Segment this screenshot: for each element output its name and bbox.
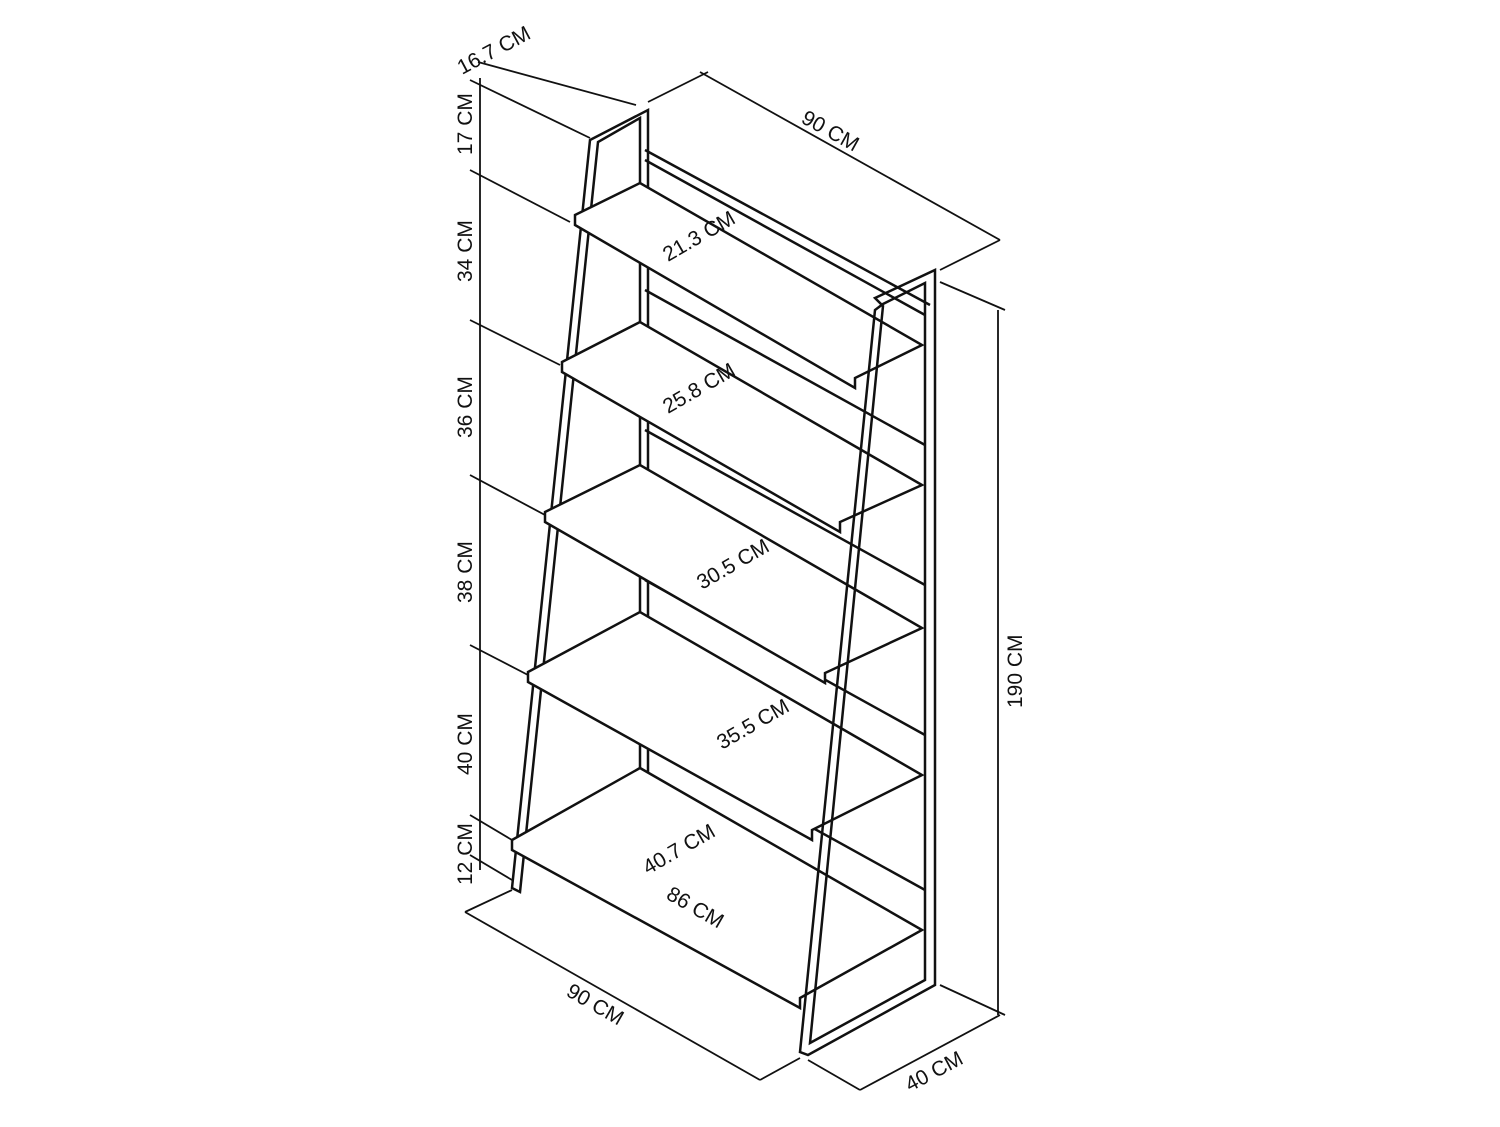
shelf-1	[573, 181, 925, 391]
label-gap-5: 40 CM	[454, 713, 477, 775]
right-frame	[798, 268, 937, 1057]
shelf-2	[560, 320, 925, 535]
label-height: 190 CM	[1004, 634, 1027, 708]
label-top-depth: 16.7 CM	[454, 22, 535, 80]
shelf-4	[526, 610, 925, 843]
label-gap-2: 34 CM	[454, 220, 477, 282]
label-base-depth: 40 CM	[902, 1047, 967, 1096]
label-gap-4: 38 CM	[454, 541, 477, 603]
shelf-3	[543, 463, 925, 686]
label-gap-1: 17 CM	[454, 93, 477, 155]
label-gap-6: 12 CM	[454, 823, 477, 885]
dimension-lines	[464, 61, 1006, 1091]
label-gap-3: 36 CM	[454, 376, 477, 438]
shelves	[510, 181, 925, 1011]
label-top-width: 90 CM	[798, 106, 863, 156]
